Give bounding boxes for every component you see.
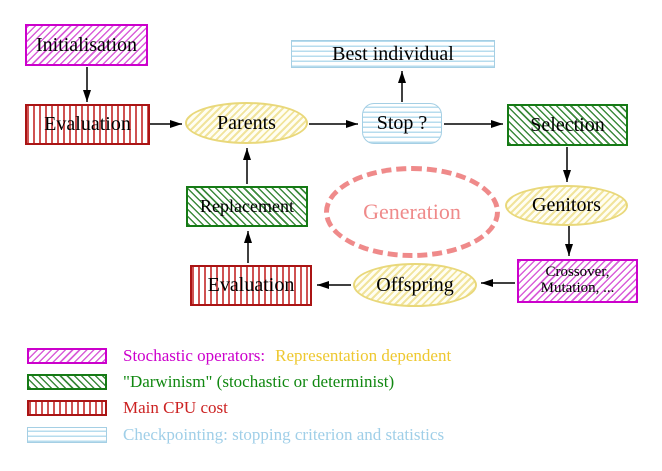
node-stop-label: Stop ? [376,112,428,134]
node-crossover-line2: Mutation, ... [540,280,615,296]
generation-loop-ellipse: Generation [324,166,500,258]
legend-swatch-darwinism [27,374,107,390]
legend-swatch-stochastic-operators [27,348,107,364]
node-genitors-label: Genitors [532,194,601,216]
legend-label-representation-dependent: Representation dependent [275,346,452,365]
node-replacement: Replacement [186,186,308,227]
node-initialisation-label: Initialisation [35,33,138,56]
node-replacement-label: Replacement [200,196,294,217]
node-best-individual-label: Best individual [332,42,454,65]
node-best-individual: Best individual [291,40,495,68]
legend-label-darwinism: "Darwinism" (stochastic or determinist) [123,372,395,391]
node-evaluation-top-label: Evaluation [44,113,131,135]
legend-label-stochastic-operators: Stochastic operators: [123,346,266,365]
node-selection-label: Selection [530,113,605,136]
node-genitors: Genitors [505,185,628,226]
legend-swatch-checkpointing [27,427,107,443]
legend-label-checkpointing: Checkpointing: stopping criterion and st… [123,425,445,444]
node-selection: Selection [507,104,628,146]
legend-label-main-cpu-cost: Main CPU cost [123,398,228,417]
node-crossover-line1: Crossover, [545,264,610,281]
node-evaluation-bottom-label: Evaluation [207,274,295,296]
legend-row-main-cpu-cost: Main CPU cost [27,398,228,418]
node-crossover-mutation: Crossover, Mutation, ... [517,259,638,303]
node-parents: Parents [185,102,308,144]
node-offspring-label: Offspring [376,273,454,296]
node-evaluation-bottom: Evaluation [190,265,312,306]
legend-row-stochastic-operators: Stochastic operators: Representation dep… [27,346,451,366]
legend-swatch-main-cpu-cost [27,400,107,416]
node-evaluation-top: Evaluation [25,104,150,145]
legend-row-darwinism: "Darwinism" (stochastic or determinist) [27,372,394,392]
node-parents-label: Parents [217,111,276,134]
node-offspring: Offspring [353,263,477,307]
legend-row-checkpointing: Checkpointing: stopping criterion and st… [27,425,444,445]
generation-label: Generation [363,199,461,224]
node-stop: Stop ? [362,103,442,144]
node-initialisation: Initialisation [25,24,148,66]
